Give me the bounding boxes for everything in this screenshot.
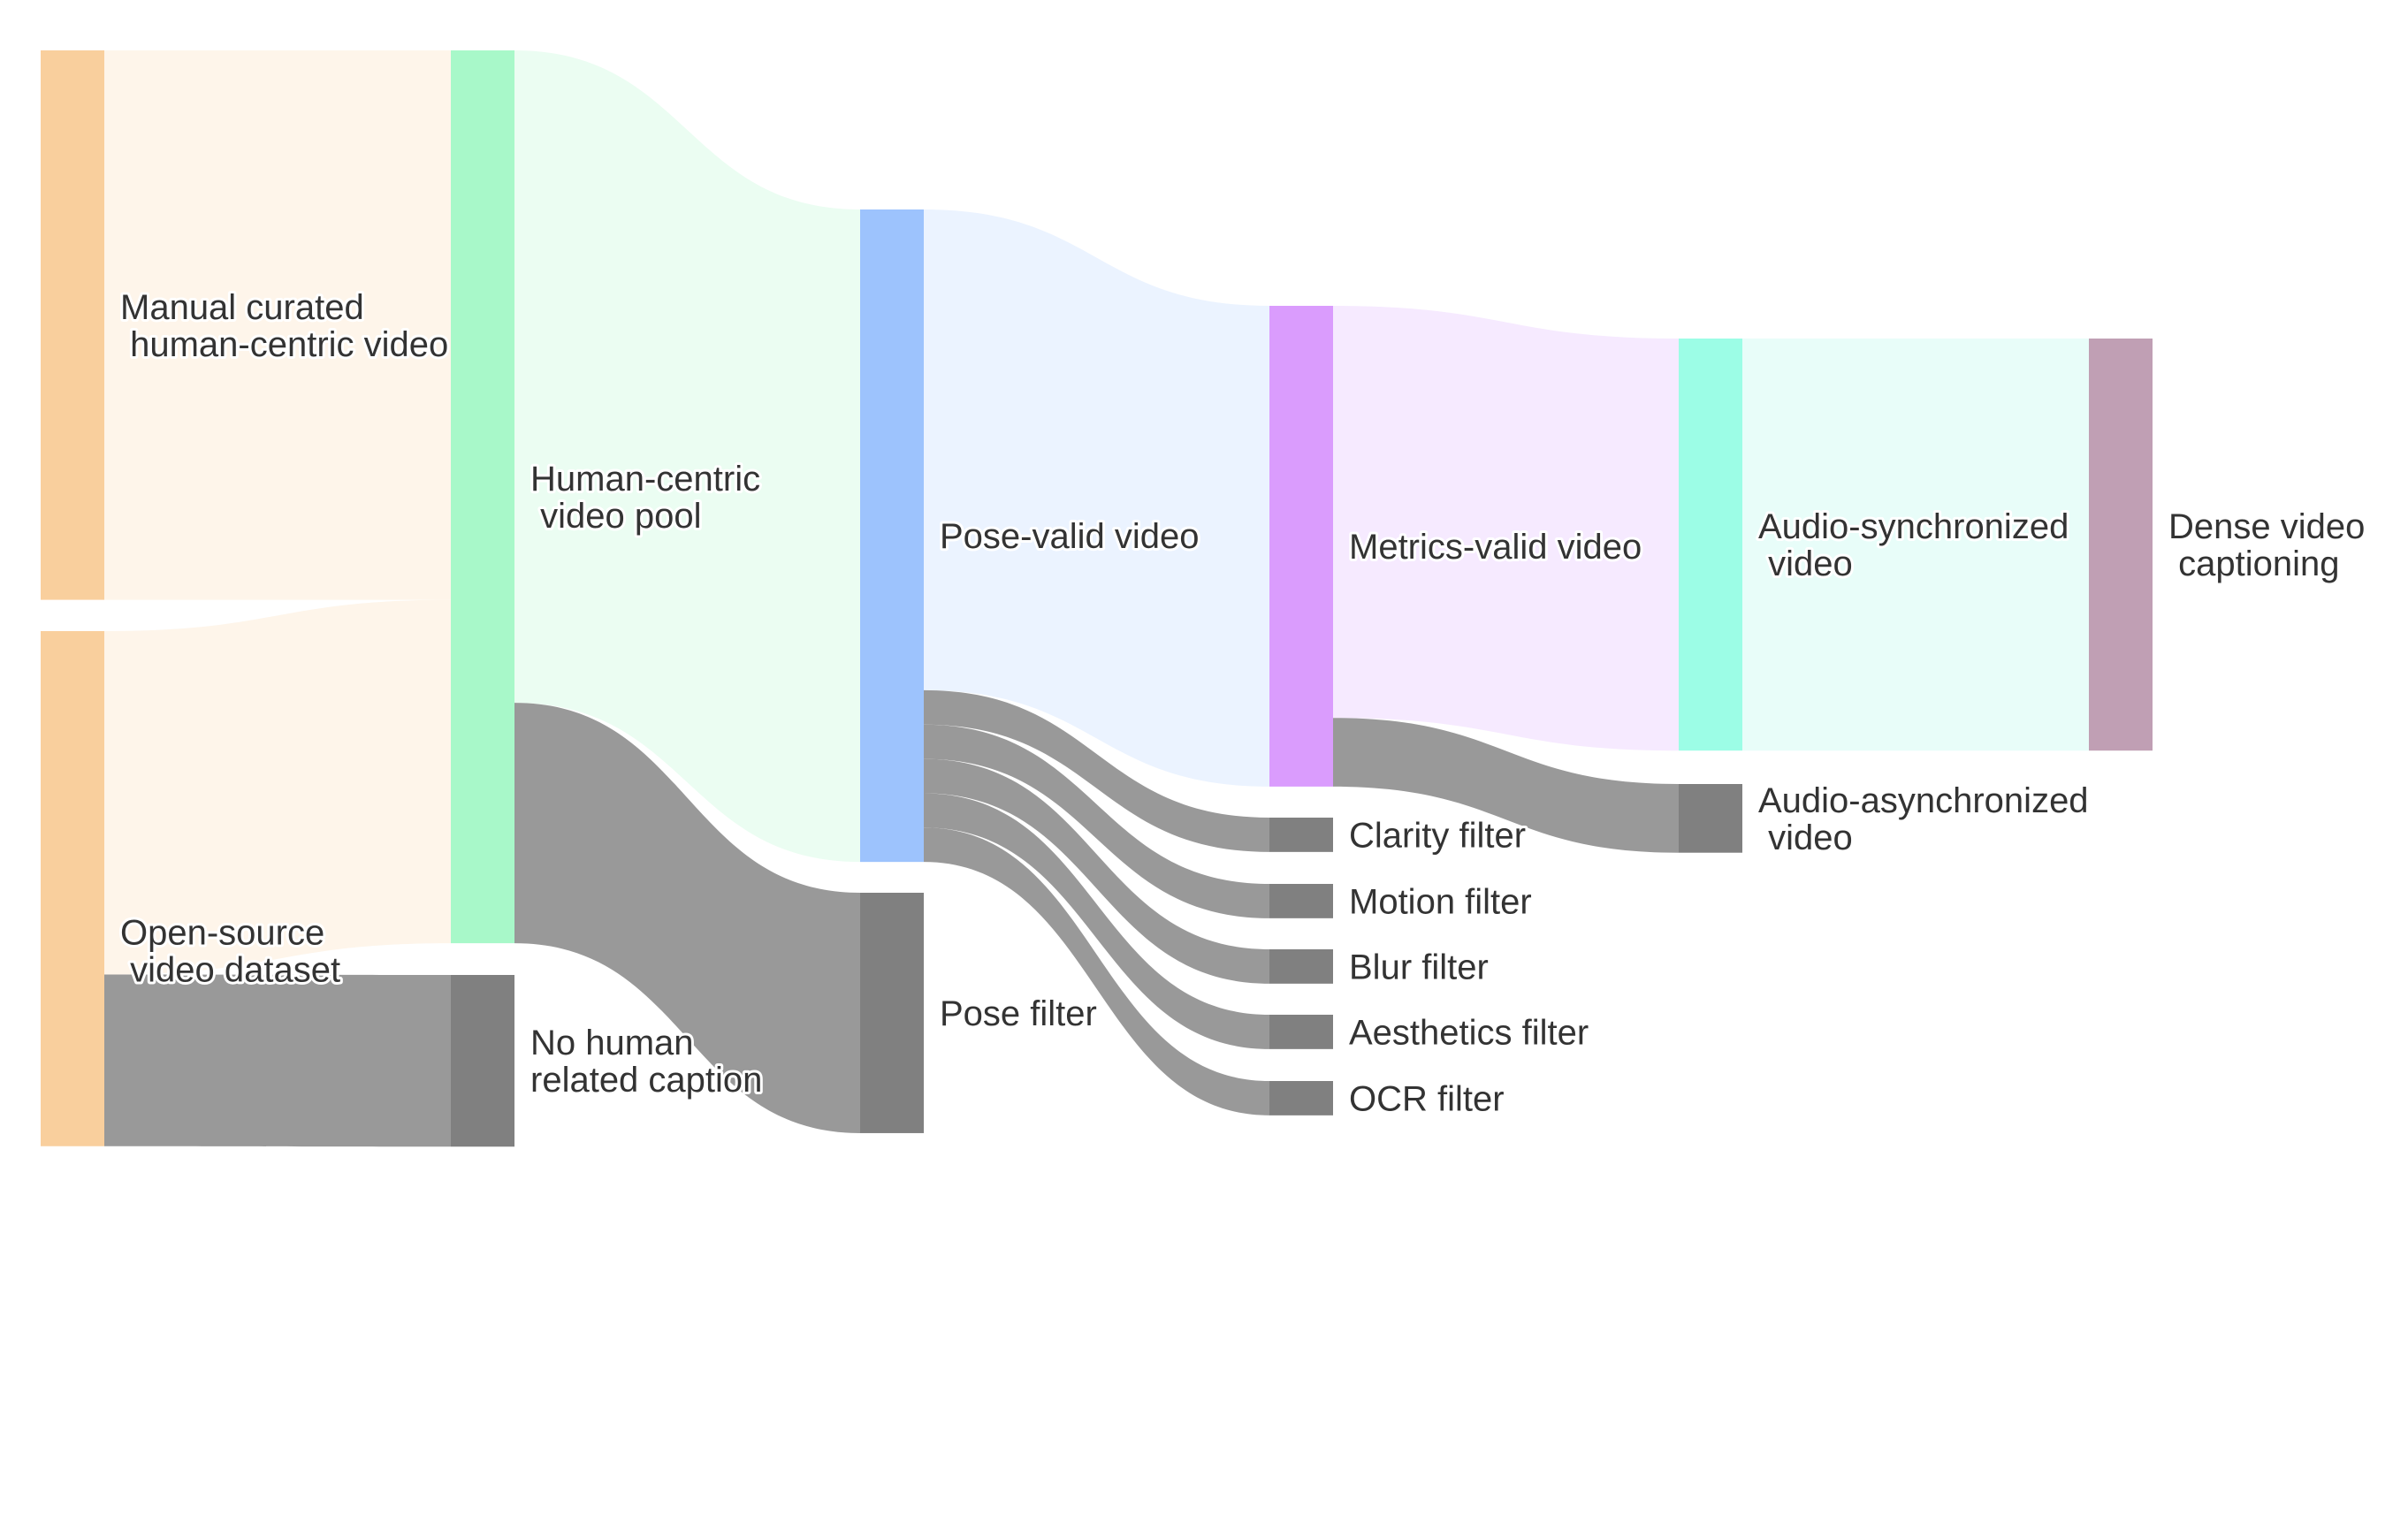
node-label-line: Manual curated [120, 288, 364, 327]
link-posevalid-to-motion [924, 724, 1269, 918]
node-label-blur: Blur filter [1349, 948, 1489, 986]
link-posevalid-to-blur [924, 758, 1269, 984]
node-label-line: No human [530, 1024, 694, 1062]
node-ocr [1269, 1081, 1333, 1115]
nodes-layer [41, 50, 2153, 1147]
link-audiosync-to-dense [1742, 339, 2089, 751]
link-posevalid-to-aesthetics [924, 793, 1269, 1049]
node-label-line: Audio-asynchronized [1758, 781, 2089, 820]
node-label-ocr: OCR filter [1349, 1079, 1505, 1118]
node-posevalid [860, 209, 924, 863]
node-label-line: video [1758, 544, 1853, 583]
node-aesthetics [1269, 1015, 1333, 1049]
link-posevalid-to-metrics [924, 209, 1269, 787]
node-label-manual: Manual curated human-centric video [120, 288, 448, 364]
node-nohuman [451, 975, 514, 1147]
node-label-opensource: Open-source video dataset [120, 913, 340, 989]
node-pool [451, 50, 514, 944]
link-opensource-to-nohuman [104, 974, 451, 1147]
labels-layer: Manual curated human-centric videoOpen-s… [118, 286, 2367, 1122]
node-label-pool: Human-centric video pool [530, 460, 760, 536]
node-label-posefilter: Pose filter [940, 994, 1097, 1033]
link-opensource-to-pool [104, 599, 451, 975]
node-label-line: Audio-synchronized [1758, 507, 2069, 546]
node-motion [1269, 884, 1333, 918]
node-label-dense: Dense video captioning [2168, 507, 2365, 583]
node-posefilter [860, 893, 924, 1133]
node-label-clarity: Clarity filter [1349, 816, 1526, 855]
link-posevalid-to-ocr [924, 827, 1269, 1115]
node-label-line: video dataset [120, 950, 340, 989]
node-label-line: video [1758, 818, 1853, 857]
node-label-line: captioning [2168, 544, 2339, 583]
node-label-aesthetics: Aesthetics filter [1349, 1013, 1589, 1052]
node-metrics [1269, 306, 1333, 787]
node-audioasync [1679, 784, 1742, 853]
link-pool-to-posefilter [514, 703, 860, 1133]
node-label-motion: Motion filter [1349, 882, 1532, 921]
link-posevalid-to-clarity [924, 689, 1269, 852]
node-label-line: Dense video [2168, 507, 2365, 546]
node-label-line: related caption [530, 1061, 762, 1100]
node-label-audiosync: Audio-synchronized video [1758, 507, 2069, 583]
node-label-posevalid: Pose-valid video [940, 517, 1200, 556]
node-label-line: Open-source [120, 913, 324, 952]
link-pool-to-posevalid [514, 50, 860, 863]
node-label-line: OCR filter [1349, 1079, 1505, 1118]
node-label-line: Motion filter [1349, 882, 1532, 921]
node-blur [1269, 949, 1333, 984]
link-metrics-to-audiosync [1333, 306, 1679, 751]
node-label-line: Clarity filter [1349, 816, 1526, 855]
link-manual-to-pool [104, 50, 451, 600]
node-label-line: Aesthetics filter [1349, 1013, 1589, 1052]
node-dense [2089, 339, 2153, 751]
links-layer [104, 50, 2089, 1147]
node-label-line: video pool [530, 497, 701, 536]
node-opensource [41, 631, 104, 1146]
node-label-line: Pose filter [940, 994, 1097, 1033]
node-label-line: Human-centric [530, 460, 760, 499]
node-clarity [1269, 818, 1333, 852]
node-label-metrics: Metrics-valid video [1349, 528, 1642, 567]
node-label-line: Blur filter [1349, 948, 1489, 986]
node-label-line: Pose-valid video [940, 517, 1200, 556]
node-label-line: human-centric video [120, 325, 448, 364]
node-label-line: Metrics-valid video [1349, 528, 1642, 567]
link-metrics-to-audioasync [1333, 718, 1679, 853]
node-manual [41, 50, 104, 600]
node-label-audioasync: Audio-asynchronized video [1758, 781, 2089, 857]
node-audiosync [1679, 339, 1742, 751]
